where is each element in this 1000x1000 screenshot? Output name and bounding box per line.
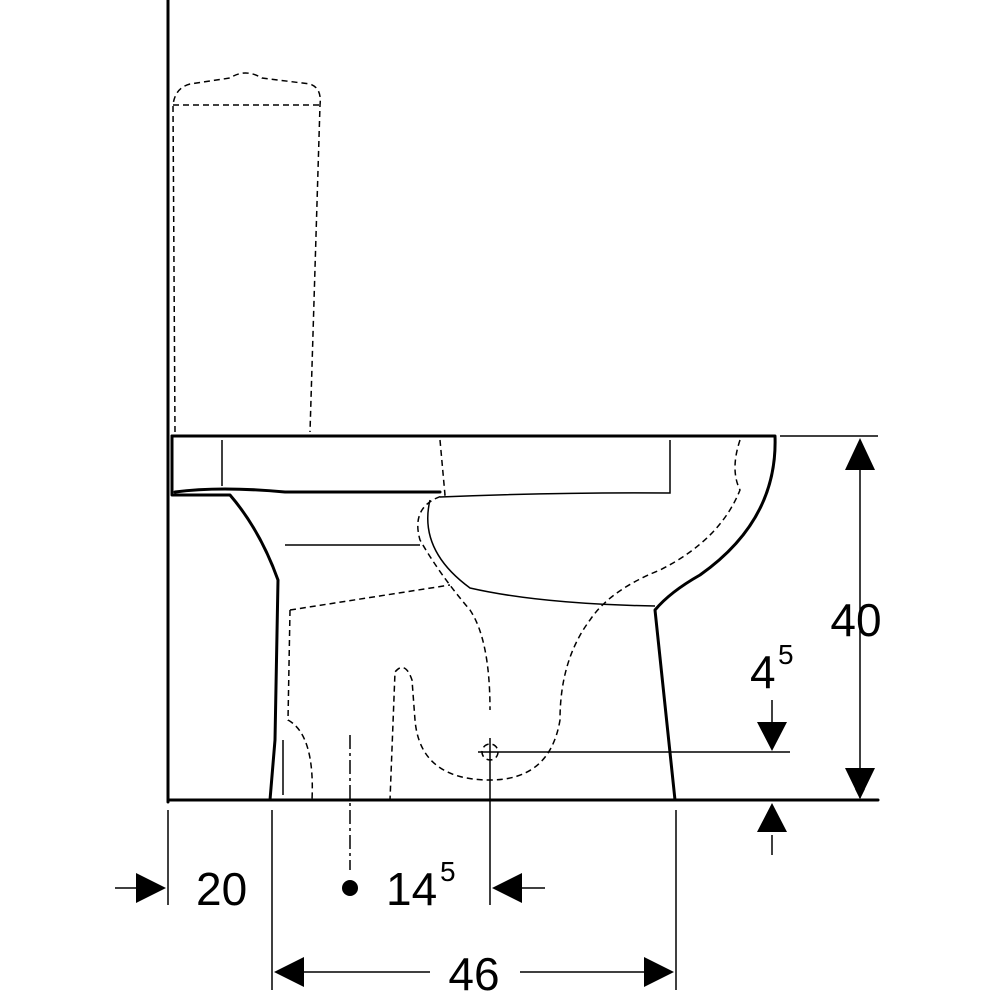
- cistern-outline: [172, 72, 322, 433]
- outlet-offset-dimension: 14 5: [342, 856, 545, 915]
- outlet-height-label: 4: [750, 646, 776, 698]
- outlet-height-sup: 5: [778, 639, 794, 670]
- foot-depth-dimension: 46: [274, 948, 674, 1000]
- wall-distance-dimension: 20: [115, 863, 247, 915]
- outlet-centre-mark: [478, 738, 790, 905]
- bowl-outline: [170, 434, 777, 802]
- trap-outline: [287, 439, 741, 870]
- outlet-offset-sup: 5: [440, 856, 456, 887]
- outlet-height-dimension: 4 5: [750, 639, 794, 855]
- height-dimension: 40: [780, 435, 882, 799]
- foot-depth-label: 46: [448, 948, 499, 1000]
- wall-distance-label: 20: [196, 863, 247, 915]
- outlet-offset-label: 14: [386, 863, 437, 915]
- height-label: 40: [830, 594, 881, 646]
